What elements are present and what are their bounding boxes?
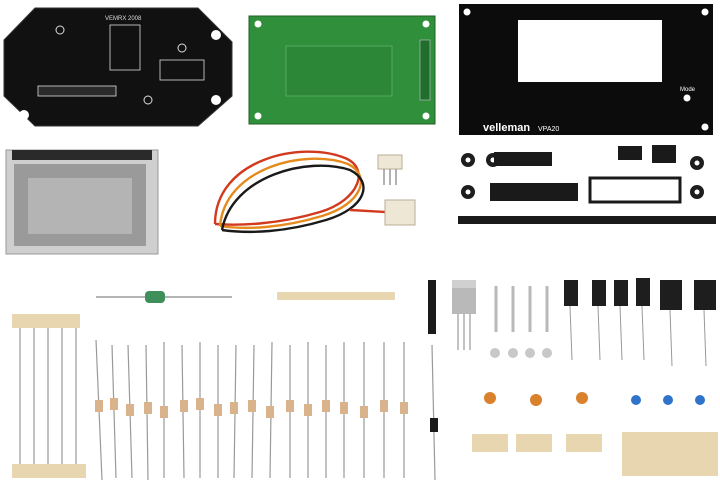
front-panel: Mode velleman VPA20: [459, 4, 713, 135]
ceramic-capacitors-orange: [472, 392, 602, 452]
black-pcb-title: VEMRX 2008: [105, 16, 142, 22]
wire-harness: [213, 150, 416, 234]
electrolytic-capacitors: [564, 278, 716, 367]
black-pcb: VEMRX 2008: [3, 7, 233, 127]
model-label: VPA20: [538, 126, 559, 133]
diode: [430, 344, 438, 481]
loose-resistors: [95, 339, 408, 481]
brand-label: velleman: [483, 122, 530, 134]
component-strip: [277, 292, 395, 300]
lcd-module: [5, 149, 159, 255]
green-pcb: [248, 15, 436, 125]
axial-inductor: [96, 291, 232, 303]
ceramic-capacitors-blue: [622, 395, 718, 476]
resistor-bandolier: [12, 314, 86, 478]
screws-nuts: [490, 286, 552, 358]
mode-label: Mode: [680, 87, 696, 93]
small-parts-cluster: [458, 145, 716, 224]
trimmer-and-regulator: [428, 280, 476, 350]
